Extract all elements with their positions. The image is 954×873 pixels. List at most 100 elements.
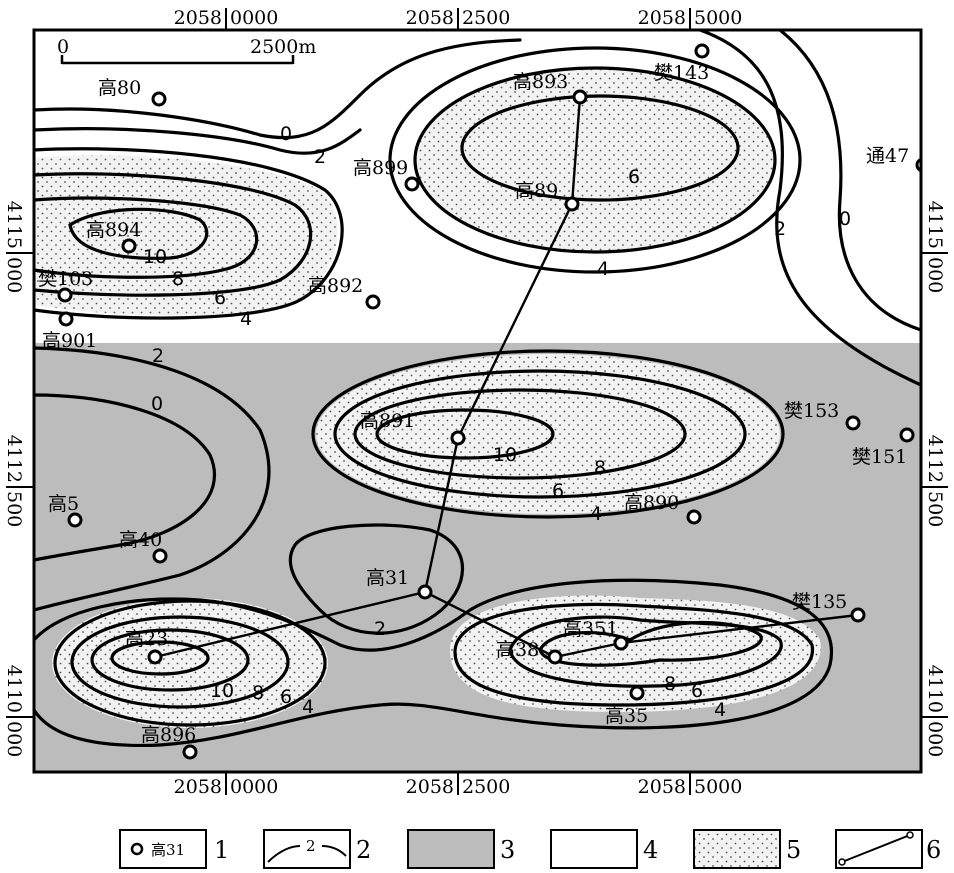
legend-number: 2 [356, 836, 371, 864]
legend-box [550, 829, 638, 869]
contour-4-central [311, 349, 785, 519]
well-marker[interactable] [572, 89, 588, 105]
contour-2-west [34, 346, 271, 612]
legend-item-white: 4 [550, 829, 658, 869]
well-marker[interactable] [686, 509, 702, 525]
legend-item-well: 高31 1 [119, 829, 229, 869]
well-labels: 高80 樊143 高893 高899 高89 通47 高894 樊103 高89… [38, 62, 909, 746]
well-marker[interactable] [899, 427, 915, 443]
well-tie-line-sw [154, 590, 426, 659]
well-marker[interactable] [547, 649, 563, 665]
well-marker[interactable] [850, 607, 866, 623]
well-marker[interactable] [845, 415, 861, 431]
contour-line-icon [267, 845, 301, 863]
coords-left: 4115 000 4112 500 4110 000 [3, 201, 25, 758]
well-marker[interactable] [564, 196, 580, 212]
coord-label: 2058 [174, 7, 222, 29]
well-label: 樊153 [784, 400, 839, 422]
well-marker[interactable] [629, 685, 645, 701]
well-label: 高23 [125, 628, 168, 650]
well-marker[interactable] [694, 43, 710, 59]
contour-label: 4 [597, 258, 609, 280]
legend-item-section-line: 6 [835, 829, 941, 869]
contour-label: 6 [552, 480, 564, 502]
contour-10-central [375, 408, 555, 460]
map-body: 0 2 10 8 6 4 6 4 2 0 2 0 10 8 6 4 2 10 8… [34, 30, 929, 772]
contour-10b-sw [110, 640, 210, 676]
coord-label: 000 [3, 721, 25, 757]
coord-label: 0000 [230, 7, 278, 29]
well-marker[interactable] [152, 548, 168, 564]
section-line-endpoint-icon [838, 858, 846, 866]
well-marker[interactable] [404, 176, 420, 192]
well-label: 樊151 [852, 446, 907, 468]
coord-label: 4115 [924, 201, 946, 249]
well-label: 樊135 [792, 591, 847, 613]
well-marker[interactable] [182, 744, 198, 760]
well-markers [57, 43, 929, 760]
contour-label: 0 [151, 393, 163, 415]
coord-label: 2058 [174, 776, 222, 798]
well-label: 高38 [496, 639, 539, 661]
coord-label: 2500 [462, 776, 510, 798]
contour-label: 8 [172, 268, 184, 290]
well-marker[interactable] [121, 238, 137, 254]
coord-label: 500 [3, 491, 25, 527]
contour-6-north [460, 94, 740, 202]
coord-label: 2058 [406, 776, 454, 798]
well-label: 樊143 [654, 62, 709, 84]
contour-labels: 0 2 10 8 6 4 6 4 2 0 2 0 10 8 6 4 2 10 8… [143, 123, 851, 721]
well-marker[interactable] [417, 584, 433, 600]
contour-8-se [508, 615, 783, 688]
well-marker[interactable] [151, 91, 167, 107]
well-marker[interactable] [613, 635, 629, 651]
contour-label: 6 [628, 166, 640, 188]
legend-item-stipple: 5 [693, 829, 801, 869]
coord-label: 2500 [462, 7, 510, 29]
well-marker[interactable] [67, 512, 83, 528]
well-marker[interactable] [58, 311, 74, 327]
scale-bar-start: 0 [57, 36, 69, 58]
coord-label: 4110 [3, 665, 25, 713]
contour-label: 2 [374, 618, 386, 640]
contour-line-icon [321, 845, 347, 857]
contour-label: 2 [314, 146, 326, 168]
contour-label: 8 [664, 673, 676, 695]
contour-label: 2 [774, 218, 786, 240]
coord-label: 500 [924, 491, 946, 527]
well-label: 高5 [48, 493, 79, 515]
contour-label: 2 [152, 345, 164, 367]
sand-body-north [415, 68, 775, 252]
coord-label: 4112 [924, 435, 946, 483]
legend-box [693, 829, 781, 869]
well-marker[interactable] [365, 294, 381, 310]
coord-label: 5000 [694, 7, 742, 29]
contour-2-north [388, 46, 802, 274]
coord-label: 000 [924, 721, 946, 757]
contour-6-central [333, 369, 747, 499]
contour-label: 6 [691, 680, 703, 702]
well-label: 高899 [353, 157, 408, 179]
contour-label: 4 [714, 699, 726, 721]
scale-bar: 0 2500m [57, 36, 316, 65]
contour-2-nw [34, 127, 362, 155]
well-marker[interactable] [915, 157, 929, 173]
contour-label: 4 [302, 696, 314, 718]
well-label: 高901 [42, 330, 97, 352]
well-marker[interactable] [450, 430, 466, 446]
legend-number: 5 [786, 836, 801, 864]
map-frame [32, 28, 923, 774]
coord-label: 2058 [406, 7, 454, 29]
scale-bar-end: 2500m [250, 36, 316, 58]
well-label: 樊103 [38, 268, 93, 290]
well-marker[interactable] [147, 649, 163, 665]
legend-sample-text: 2 [306, 837, 316, 855]
coord-label: 2058 [638, 776, 686, 798]
well-label: 通47 [866, 145, 909, 167]
legend: 高31 1 2 2 3 4 5 6 [119, 829, 941, 869]
contour-label: 0 [839, 208, 851, 230]
contour-label: 4 [240, 308, 252, 330]
contour-label: 8 [594, 457, 606, 479]
well-label: 高351 [563, 618, 618, 640]
well-marker[interactable] [57, 287, 73, 303]
